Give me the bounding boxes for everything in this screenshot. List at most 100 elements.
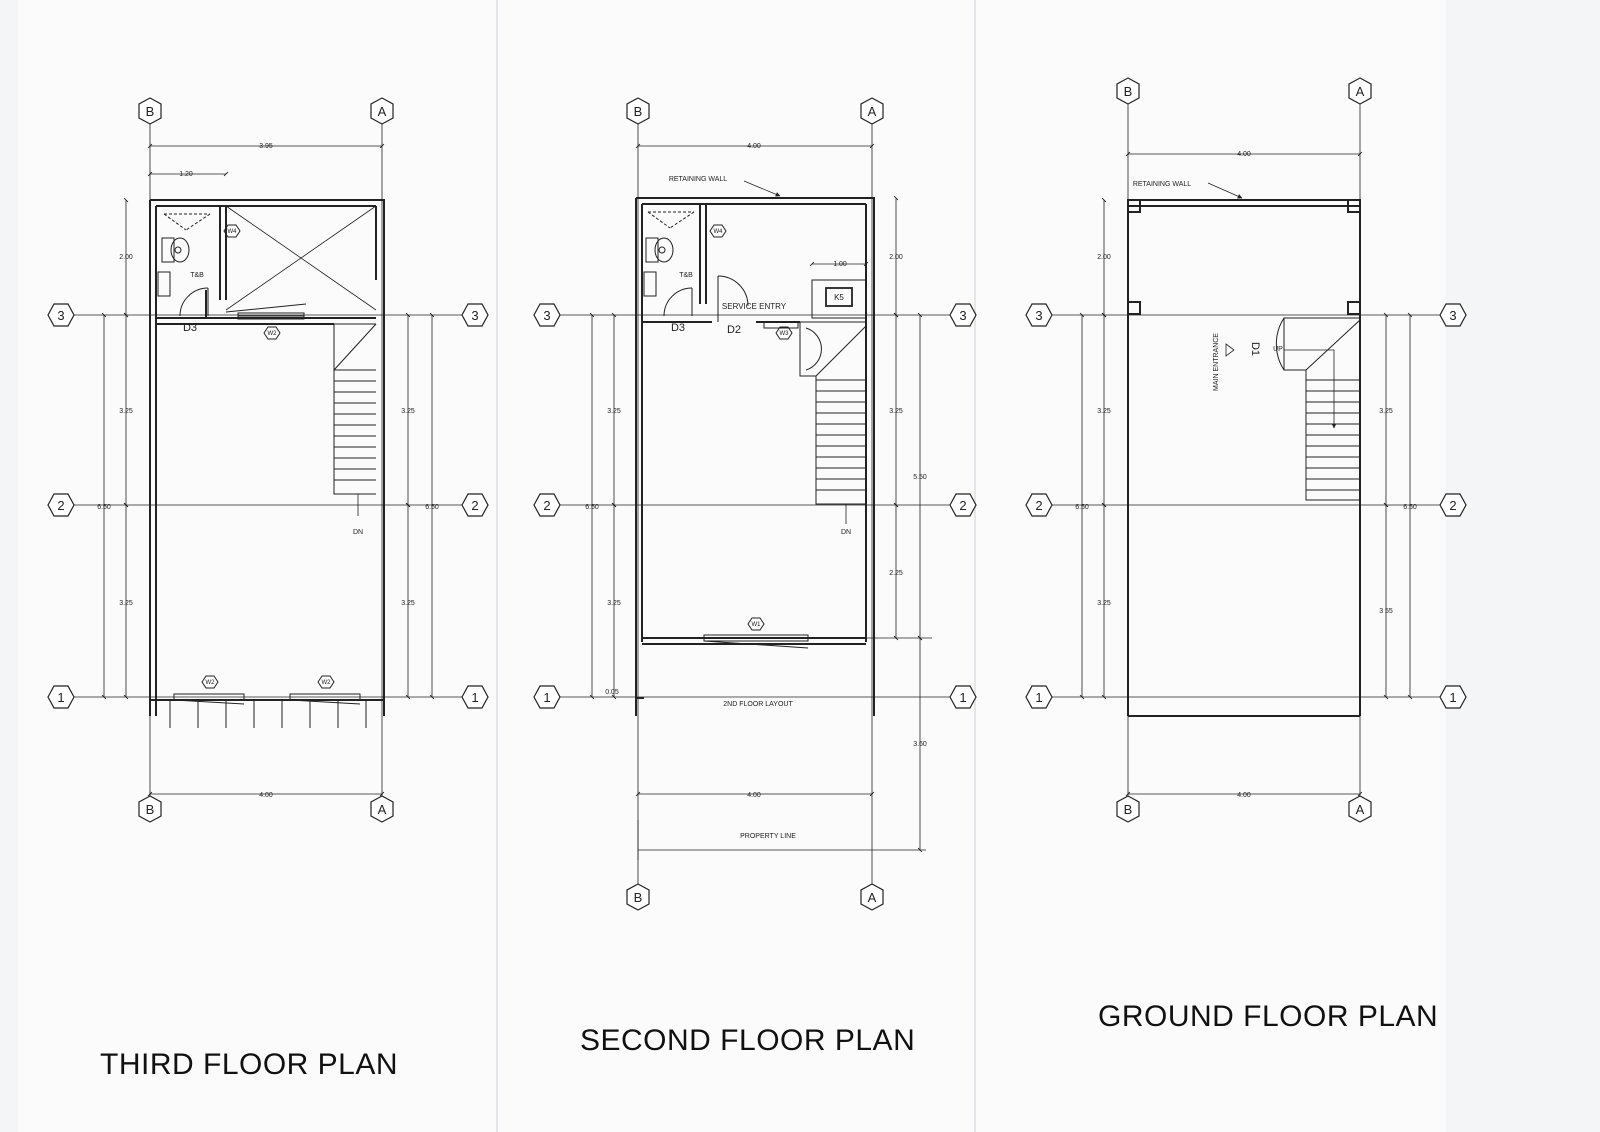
second-bubble-a-top xyxy=(860,97,884,125)
third-bubble-b-top-text: B xyxy=(146,104,155,119)
third-bubble-1-right-text: 1 xyxy=(471,690,478,705)
third-toilet-fixtures xyxy=(157,213,211,297)
second-bubble-1-right-text: 1 xyxy=(959,690,966,705)
second-kitchen-counter xyxy=(811,279,867,319)
third-bubble-1-left-text: 1 xyxy=(57,690,64,705)
third-tag-w2-left xyxy=(201,675,219,689)
third-bubble-2-left-text: 2 xyxy=(57,498,64,513)
third-label-down: DN xyxy=(353,529,363,536)
second-window-w3-frame xyxy=(763,321,799,329)
second-door-d3-swing xyxy=(663,287,693,317)
third-bubble-2-right xyxy=(461,493,489,517)
ground-label-up: UP xyxy=(1273,346,1283,353)
grid-bubble-text: B A B A 3 2 1 3 2 1 B A B A 3 2 1 3 2 1 … xyxy=(57,84,1456,905)
second-tag-w4 xyxy=(709,224,727,238)
third-floor-plan xyxy=(72,118,466,802)
fold-line-1 xyxy=(496,0,498,1132)
second-tag-w3 xyxy=(775,326,793,340)
ground-bubble-1-right-text: 1 xyxy=(1449,690,1456,705)
third-dim-left-lower: 3.25 xyxy=(119,600,133,607)
ground-label-retaining-wall: RETAINING WALL xyxy=(1133,181,1191,188)
ground-bubble-3-right xyxy=(1439,303,1467,327)
third-bubble-a-bottom-text: A xyxy=(378,802,387,817)
second-label-property-line: PROPERTY LINE xyxy=(740,833,796,840)
second-window-tags xyxy=(709,224,793,631)
second-label-layout: 2ND FLOOR LAYOUT xyxy=(723,701,793,708)
third-dim-right-total: 6.50 xyxy=(425,504,439,511)
second-label-door-d3: D3 xyxy=(671,322,685,334)
third-bubble-1-left xyxy=(47,685,75,709)
second-bubble-a-bottom-text: A xyxy=(868,890,877,905)
second-dimension-text: 4.00 1.00 4.00 3.25 3.25 6.50 0.05 2.00 … xyxy=(585,143,927,799)
second-dimensions xyxy=(589,143,932,860)
sheet-panel-left xyxy=(18,0,496,1132)
ground-dim-bottom-width: 4.00 xyxy=(1237,792,1251,799)
third-label-door: D3 xyxy=(183,322,197,334)
second-bubble-2-right-text: 2 xyxy=(959,498,966,513)
third-dim-right-lower: 3.25 xyxy=(401,600,415,607)
third-bubble-1-right xyxy=(461,685,489,709)
ground-dim-left-mid: 3.25 xyxy=(1097,408,1111,415)
ground-bubble-2-right-text: 2 xyxy=(1449,498,1456,513)
second-dim-left-small: 0.05 xyxy=(605,689,619,696)
third-window-top xyxy=(225,303,307,320)
third-tag-w2-left-text: W2 xyxy=(206,680,216,686)
second-dim-right-b: 3.60 xyxy=(913,741,927,748)
third-bubble-b-top xyxy=(138,97,162,125)
third-tag-w4-text: W4 xyxy=(228,229,238,235)
second-dim-right-a: 5.50 xyxy=(913,474,927,481)
third-window-tag-text: W4 W2 W2 W2 xyxy=(206,229,332,686)
second-toilet-fixtures xyxy=(643,211,695,297)
second-stairs xyxy=(799,321,867,524)
ground-floor-plan xyxy=(1048,100,1442,802)
ground-bubble-a-bottom-text: A xyxy=(1356,802,1365,817)
sheet-panel-right xyxy=(976,0,1446,1132)
ground-retaining-leader xyxy=(1207,182,1243,199)
second-dim-bottom-width: 4.00 xyxy=(747,792,761,799)
third-dim-tb-width: 1.20 xyxy=(179,171,193,178)
second-labels: RETAINING WALL SERVICE ENTRY T&B D3 D2 D… xyxy=(669,176,851,840)
second-dim-right-mid: 3.25 xyxy=(889,408,903,415)
ground-bubble-2-left xyxy=(1025,493,1053,517)
ground-bubble-2-right xyxy=(1439,493,1467,517)
second-label-retaining-wall: RETAINING WALL xyxy=(669,176,727,183)
third-walls xyxy=(149,199,385,716)
second-bubble-b-bottom xyxy=(626,883,650,911)
ground-bubble-1-right xyxy=(1439,685,1467,709)
second-floor-title: SECOND FLOOR PLAN xyxy=(580,1024,916,1057)
ground-entry-and-stairs xyxy=(1225,317,1361,501)
third-dim-bottom-width: 4.00 xyxy=(259,792,273,799)
second-window-tag-text: W4 W3 W1 xyxy=(714,229,790,628)
ground-bubble-b-top-text: B xyxy=(1124,84,1133,99)
second-dim-top-width: 4.00 xyxy=(747,143,761,150)
second-dim-left-mid: 3.25 xyxy=(607,408,621,415)
second-window-w1 xyxy=(703,634,809,649)
third-dim-left-upper: 2.00 xyxy=(119,254,133,261)
second-label-k5: K5 xyxy=(834,293,844,302)
third-door-swing xyxy=(179,287,209,317)
ground-label-door: D1 xyxy=(1249,342,1261,356)
ground-bubble-a-top xyxy=(1348,77,1372,105)
second-walls xyxy=(635,197,875,716)
second-bubble-3-left xyxy=(533,303,561,327)
third-tag-w2-right xyxy=(317,675,335,689)
second-bubble-2-left-text: 2 xyxy=(543,498,550,513)
ground-bubble-1-left-text: 1 xyxy=(1035,690,1042,705)
third-floor-title: THIRD FLOOR PLAN xyxy=(100,1048,399,1081)
third-bubble-a-top-text: A xyxy=(378,104,387,119)
ground-bubble-2-left-text: 2 xyxy=(1035,498,1042,513)
second-dim-left-total: 6.50 xyxy=(585,504,599,511)
third-dim-right-mid: 3.25 xyxy=(401,408,415,415)
second-floor-plan xyxy=(556,118,950,888)
second-label-down: DN xyxy=(841,529,851,536)
third-tag-w2-right-text: W2 xyxy=(322,680,332,686)
second-bubble-3-left-text: 3 xyxy=(543,308,550,323)
second-bubble-1-right xyxy=(949,685,977,709)
third-bubble-2-left xyxy=(47,493,75,517)
third-bubble-3-right-text: 3 xyxy=(471,308,478,323)
second-bubble-1-left-text: 1 xyxy=(543,690,550,705)
fold-line-2 xyxy=(974,0,976,1132)
third-labels: T&B D3 DN xyxy=(183,272,363,536)
